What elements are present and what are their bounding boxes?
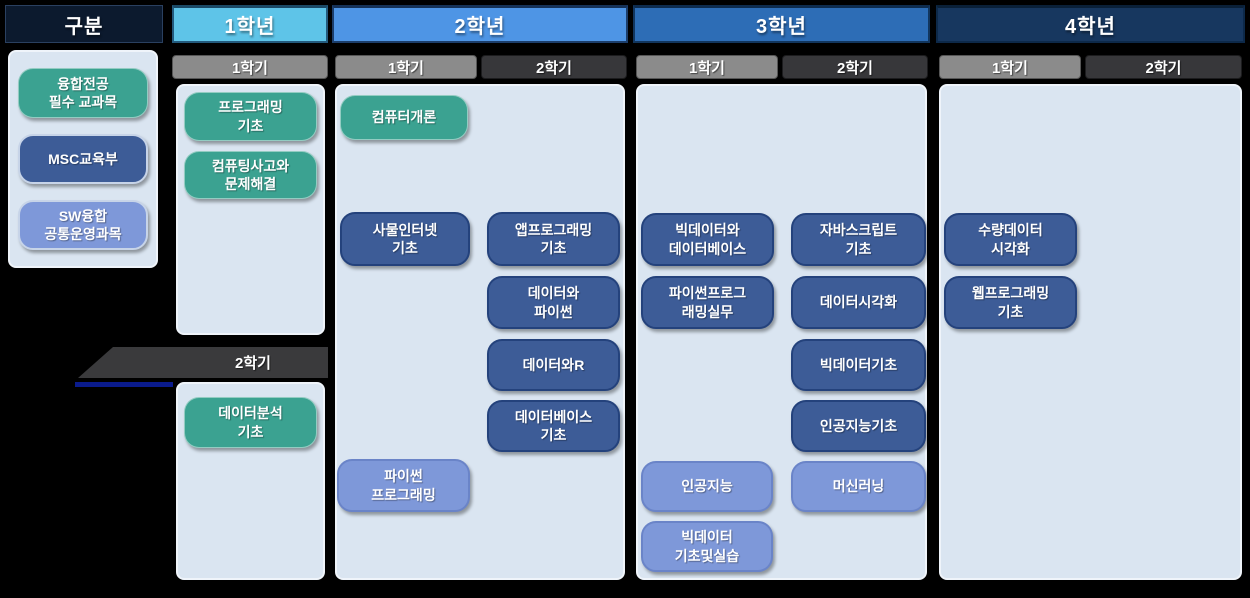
- year4-panel: [939, 84, 1242, 580]
- accent-underline: [75, 382, 173, 387]
- course-data-and-r: 데이터와R: [487, 339, 620, 391]
- course-bigdata-and-database: 빅데이터와 데이터베이스: [641, 213, 774, 266]
- legend-msc-education: MSC교육부: [18, 134, 148, 184]
- course-artificial-intelligence: 인공지능: [641, 461, 773, 512]
- course-database-basics: 데이터베이스 기초: [487, 400, 620, 452]
- course-ai-basics: 인공지능기초: [791, 400, 926, 452]
- legend-required-courses: 융합전공 필수 교과목: [18, 68, 148, 118]
- course-app-programming-basics: 앱프로그래밍 기초: [487, 212, 620, 266]
- year-1-header: 1학년: [172, 5, 328, 43]
- year3-semester1-tab: 1학기: [636, 55, 778, 79]
- year-4-header: 4학년: [936, 5, 1245, 43]
- year1-semester1-tab: 1학기: [172, 55, 328, 79]
- course-bigdata-basics-and-practice: 빅데이터 기초및실습: [641, 521, 773, 572]
- year-3-header: 3학년: [633, 5, 930, 43]
- course-data-analysis-basics: 데이터분석 기초: [184, 397, 317, 448]
- year2-semester1-tab: 1학기: [335, 55, 477, 79]
- year-2-header: 2학년: [332, 5, 628, 43]
- legend-sw-common-courses: SW융합 공통운영과목: [18, 200, 148, 250]
- category-column-header: 구분: [5, 5, 163, 43]
- course-computing-thinking-problem-solving: 컴퓨팅사고와 문제해결: [184, 151, 317, 199]
- course-data-and-python: 데이터와 파이썬: [487, 276, 620, 329]
- year3-semester2-tab: 2학기: [782, 55, 928, 79]
- course-iot-basics: 사물인터넷 기초: [340, 212, 470, 266]
- course-quantitative-data-visualization: 수량데이터 시각화: [944, 213, 1077, 266]
- year4-semester2-tab: 2학기: [1085, 55, 1242, 79]
- course-python-programming-practice: 파이썬프로그 래밍실무: [641, 276, 774, 329]
- year2-semester2-tab: 2학기: [481, 55, 627, 79]
- course-data-visualization: 데이터시각화: [791, 276, 926, 329]
- year4-semester1-tab: 1학기: [939, 55, 1081, 79]
- course-programming-basics: 프로그래밍 기초: [184, 92, 317, 141]
- course-intro-to-computers: 컴퓨터개론: [340, 95, 468, 140]
- course-web-programming-basics: 웹프로그래밍 기초: [944, 276, 1077, 329]
- course-bigdata-basics: 빅데이터기초: [791, 339, 926, 391]
- course-javascript-basics: 자바스크립트 기초: [791, 213, 926, 266]
- course-python-programming: 파이썬 프로그래밍: [337, 459, 470, 512]
- course-machine-learning: 머신러닝: [791, 461, 926, 512]
- year1-semester2-tab: 2학기: [78, 347, 328, 378]
